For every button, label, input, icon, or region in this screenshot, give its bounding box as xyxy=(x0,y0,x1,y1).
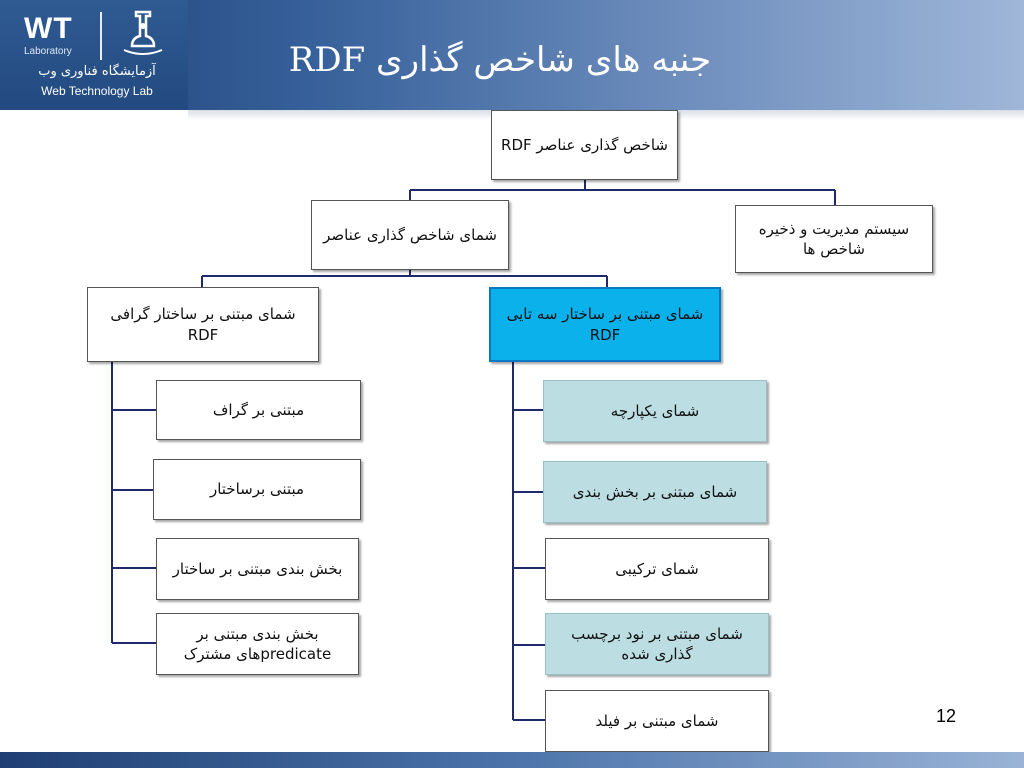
link-triple-to-children xyxy=(512,362,545,721)
node-labeled-node-schema: شمای مبتنی بر نود برچسب گذاری شده xyxy=(545,613,769,675)
logo-panel: WT Laboratory آزمایشگاه فناوری وب Web Te… xyxy=(0,0,188,110)
university-emblem-icon xyxy=(123,10,163,55)
node-root: شاخص گذاری عناصر RDF xyxy=(491,110,678,180)
node-graph-structure-schema: شمای مبتنی بر ساختار گرافی RDF xyxy=(87,287,319,362)
logo-wt-text: WT xyxy=(24,12,73,45)
link-schema-to-level2 xyxy=(201,270,608,287)
node-structure-partitioning: بخش بندی مبتنی بر ساختار xyxy=(156,538,359,600)
node-hybrid-schema: شمای ترکیبی xyxy=(545,538,769,600)
node-graph-based: مبتنی بر گراف xyxy=(156,380,361,440)
node-field-schema: شمای مبتنی بر فیلد xyxy=(545,690,769,752)
page-number: 12 xyxy=(936,706,957,726)
link-graph-to-children xyxy=(111,362,156,644)
node-structure-based: مبتنی برساختار xyxy=(153,459,361,520)
logo-persian-text: آزمایشگاه فناوری وب xyxy=(38,64,156,79)
slide-title: جنبه های شاخص گذاری RDF xyxy=(288,40,712,80)
node-storage-system: سیستم مدیریت و ذخیره شاخص ها xyxy=(735,205,933,273)
footer-bar xyxy=(0,752,1024,768)
logo-divider xyxy=(100,12,102,60)
node-triple-structure-schema[interactable]: شمای مبتنی بر ساختار سه تایی RDF xyxy=(489,287,721,362)
link-root-to-level1 xyxy=(409,180,836,205)
node-shared-predicate-partitioning: بخش بندی مبتنی بر predicateهای مشترک xyxy=(156,613,359,675)
node-partition-schema: شمای مبتنی بر بخش بندی xyxy=(543,461,767,523)
node-unified-schema: شمای یکپارچه xyxy=(543,380,767,442)
node-indexing-schema: شمای شاخص گذاری عناصر xyxy=(311,200,509,270)
logo-laboratory-text: Laboratory xyxy=(24,46,72,57)
logo-english-text: Web Technology Lab xyxy=(41,84,153,98)
